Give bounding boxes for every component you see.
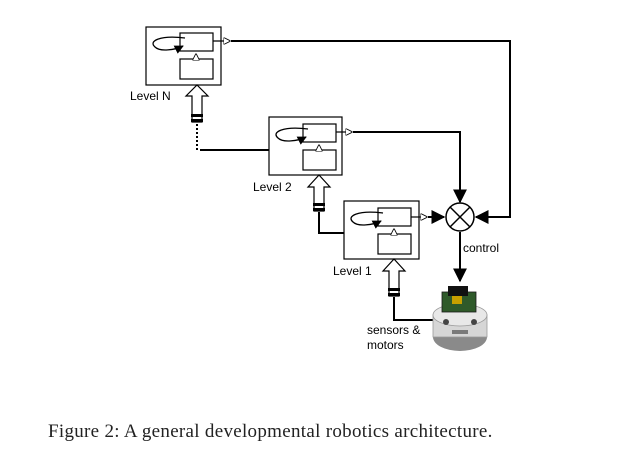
sensors-motors-label-line1: sensors &	[367, 323, 420, 337]
level-n-input-arrow	[184, 84, 210, 123]
level-2-output-line	[353, 131, 467, 204]
sensors-line	[393, 297, 441, 321]
level-2-module	[268, 116, 352, 176]
level-1-to-2-line	[318, 212, 344, 234]
level-1-module	[343, 200, 427, 260]
sensors-motors-label-line2: motors	[367, 338, 404, 352]
level-n-module	[145, 26, 230, 86]
connections	[196, 40, 511, 321]
figure-caption: Figure 2: A general developmental roboti…	[48, 421, 493, 442]
combiner-node	[445, 202, 475, 232]
level-1-input-arrow	[381, 258, 407, 297]
level-2-input-arrow	[306, 174, 332, 212]
robot-image	[432, 286, 488, 351]
level-n-label: Level N	[130, 89, 171, 103]
control-label: control	[463, 241, 499, 255]
level-2-label: Level 2	[253, 180, 292, 194]
level-1-label: Level 1	[333, 264, 372, 278]
level-n-output-line	[231, 40, 511, 224]
